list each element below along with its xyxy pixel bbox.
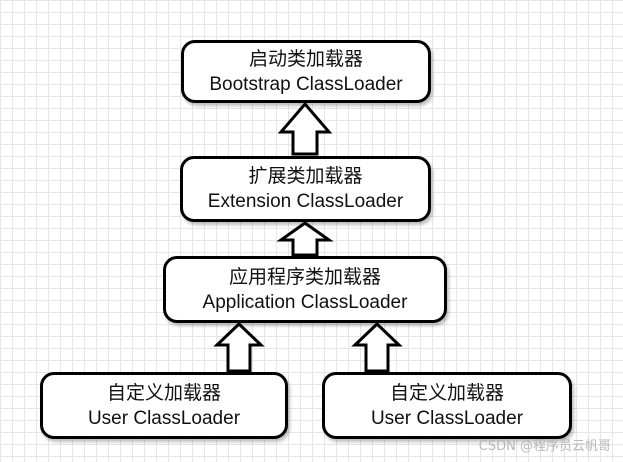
csdn-watermark: CSDN @程序员云帆哥 — [478, 439, 611, 454]
arrow-user-left-to-application — [213, 321, 265, 373]
user-left-title: 自定义加载器 — [106, 382, 221, 404]
user-classloader-left-node: 自定义加载器 User ClassLoader — [40, 372, 288, 439]
application-classloader-node: 应用程序类加载器 Application ClassLoader — [163, 256, 447, 323]
user-left-subtitle: User ClassLoader — [87, 407, 241, 429]
arrow-user-right-to-application — [351, 321, 403, 373]
user-right-subtitle: User ClassLoader — [370, 407, 524, 429]
extension-title: 扩展类加载器 — [248, 166, 363, 187]
bootstrap-title: 启动类加载器 — [248, 48, 363, 70]
user-classloader-right-node: 自定义加载器 User ClassLoader — [322, 372, 572, 439]
bootstrap-classloader-node: 启动类加载器 Bootstrap ClassLoader — [181, 40, 431, 103]
arrow-application-to-extension — [276, 221, 334, 257]
arrow-extension-to-bootstrap — [277, 101, 333, 156]
application-subtitle: Application ClassLoader — [202, 291, 408, 313]
user-right-title: 自定义加载器 — [389, 382, 504, 404]
bootstrap-subtitle: Bootstrap ClassLoader — [209, 73, 403, 95]
application-title: 应用程序类加载器 — [228, 266, 381, 288]
extension-subtitle: Extension ClassLoader — [207, 191, 404, 212]
extension-classloader-node: 扩展类加载器 Extension ClassLoader — [180, 156, 431, 222]
